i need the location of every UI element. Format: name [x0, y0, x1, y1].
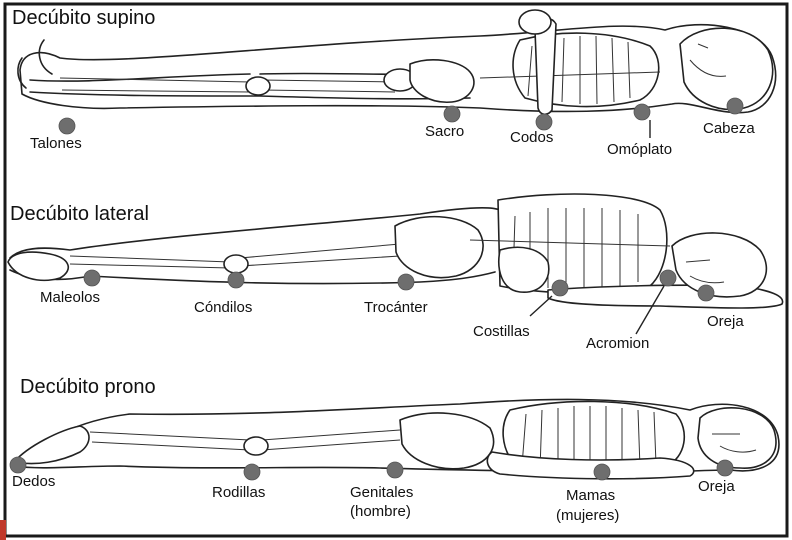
- label-dedos: Dedos: [12, 473, 55, 490]
- prone-title: Decúbito prono: [20, 376, 156, 398]
- pressure-point-acromion: [660, 270, 676, 286]
- label-trocanter: Trocánter: [364, 299, 428, 316]
- label-mujeres: (mujeres): [556, 507, 619, 524]
- pressure-point-genitales: [387, 462, 403, 478]
- label-rodillas: Rodillas: [212, 484, 265, 501]
- pressure-point-dedos: [10, 457, 26, 473]
- label-maleolos: Maleolos: [40, 289, 100, 306]
- pressure-point-omoplato: [634, 104, 650, 120]
- pressure-point-rodillas: [244, 464, 260, 480]
- label-costillas: Costillas: [473, 323, 530, 340]
- pressure-point-condilos: [228, 272, 244, 288]
- supine-pressure-points: [59, 98, 743, 138]
- label-talones: Talones: [30, 135, 82, 152]
- label-mamas: Mamas: [566, 487, 615, 504]
- pressure-point-trocanter: [398, 274, 414, 290]
- lateral-section: Decúbito lateral: [8, 194, 783, 352]
- pressure-point-cabeza: [727, 98, 743, 114]
- costillas-leader-line: [530, 296, 552, 316]
- label-sacro: Sacro: [425, 123, 464, 140]
- pressure-point-sacro: [444, 106, 460, 122]
- pressure-point-maleolos: [84, 270, 100, 286]
- label-acromion: Acromion: [586, 335, 649, 352]
- pressure-point-oreja-prono: [717, 460, 733, 476]
- label-condilos: Cóndilos: [194, 299, 252, 316]
- label-oreja-prono: Oreja: [698, 478, 735, 495]
- pressure-point-codos: [536, 114, 552, 130]
- label-oreja-lateral: Oreja: [707, 313, 744, 330]
- label-codos: Codos: [510, 129, 553, 146]
- label-omoplato: Omóplato: [607, 141, 672, 158]
- label-hombre: (hombre): [350, 503, 411, 520]
- label-genitales: Genitales: [350, 484, 413, 501]
- pressure-point-talones: [59, 118, 75, 134]
- lateral-title: Decúbito lateral: [10, 203, 149, 225]
- supine-title: Decúbito supino: [12, 7, 155, 29]
- supine-section: Decúbito supino: [12, 7, 776, 158]
- label-cabeza: Cabeza: [703, 120, 755, 137]
- prone-section: Decúbito prono Dedo: [10, 376, 779, 524]
- corner-accent: [0, 520, 6, 540]
- pressure-point-oreja-lateral: [698, 285, 714, 301]
- pressure-point-mamas: [594, 464, 610, 480]
- pressure-point-costillas: [552, 280, 568, 296]
